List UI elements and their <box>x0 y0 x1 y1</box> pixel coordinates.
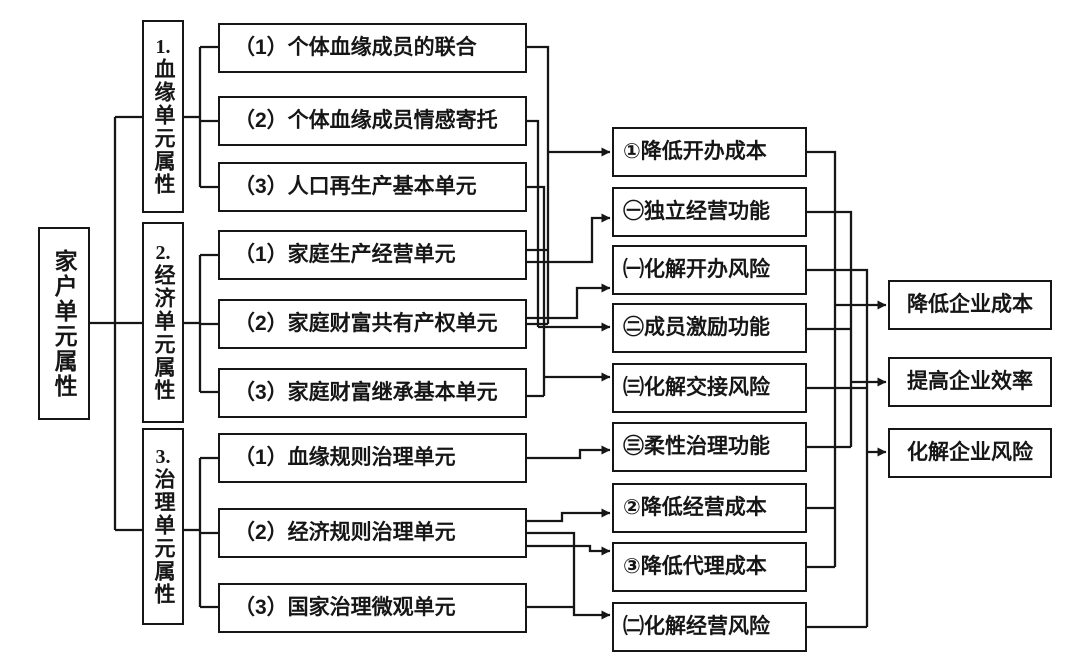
mechanism-label: ③降低代理成本 <box>623 554 767 578</box>
outcome-box-resolve-enterprise-risk: 化解企业风险 <box>888 428 1052 478</box>
household-unit-label: 家户单元属性 <box>51 248 78 399</box>
attribute-label: （3）家庭财富继承基本单元 <box>234 380 498 404</box>
attribute-label: （1）血缘规则治理单元 <box>234 445 456 469</box>
attribute-label: （2）家庭财富共有产权单元 <box>234 311 498 335</box>
category-box-economic: 2. 经济单元属性 <box>142 222 184 423</box>
outcome-box-raise-enterprise-efficiency: 提高企业效率 <box>888 357 1052 407</box>
attribute-box-emotional-attachment: （2）个体血缘成员情感寄托 <box>218 96 527 146</box>
attribute-box-kinship-union: （1）个体血缘成员的联合 <box>218 23 527 73</box>
category-box-governance: 3. 治理单元属性 <box>142 428 184 625</box>
category-number: 1. <box>155 36 171 58</box>
mechanism-box-member-incentive: ㊁成员激励功能 <box>612 303 807 353</box>
category-box-kinship: 1. 血缘单元属性 <box>142 20 184 213</box>
outcome-box-lower-enterprise-cost: 降低企业成本 <box>888 280 1052 330</box>
mechanism-box-flexible-governance: ㊂柔性治理功能 <box>612 422 807 472</box>
mechanism-label: ㊁成员激励功能 <box>623 315 770 339</box>
attribute-box-state-micro-governance: （3）国家治理微观单元 <box>218 583 527 633</box>
mechanism-label: ㈢化解交接风险 <box>623 375 770 399</box>
mechanism-label: ㈡化解经营风险 <box>623 614 770 638</box>
mechanism-label: ①降低开办成本 <box>623 139 767 163</box>
category-label: 经济单元属性 <box>152 264 176 402</box>
mechanism-to-outcome-links <box>807 150 887 629</box>
mechanism-label: ㊂柔性治理功能 <box>623 434 770 458</box>
mechanism-label: ㊀独立经营功能 <box>623 199 770 223</box>
attribute-box-wealth-inheritance: （3）家庭财富继承基本单元 <box>218 368 527 418</box>
attribute-box-population-reproduction: （3）人口再生产基本单元 <box>218 162 527 212</box>
attribute-to-mechanism-links <box>527 45 611 620</box>
attribute-label: （1）个体血缘成员的联合 <box>234 35 477 59</box>
category-number: 3. <box>155 446 171 468</box>
mechanism-label: ㈠化解开办风险 <box>623 257 770 281</box>
root-to-category-links <box>90 115 142 532</box>
outcome-label: 降低企业成本 <box>907 292 1033 316</box>
mechanism-box-lower-operating-cost: ②降低经营成本 <box>612 483 807 533</box>
category-label: 血缘单元属性 <box>152 58 176 196</box>
attribute-label: （2）经济规则治理单元 <box>234 520 456 544</box>
category-label: 治理单元属性 <box>152 468 176 606</box>
outcome-label: 化解企业风险 <box>907 440 1033 464</box>
outcome-label: 提高企业效率 <box>907 369 1033 393</box>
attribute-box-kinship-rule-governance: （1）血缘规则治理单元 <box>218 433 527 483</box>
attribute-label: （3）国家治理微观单元 <box>234 595 456 619</box>
mechanism-box-resolve-operating-risk: ㈡化解经营风险 <box>612 602 807 652</box>
attribute-label: （2）个体血缘成员情感寄托 <box>234 108 498 132</box>
category-to-attribute-links <box>184 45 218 609</box>
household-unit-box: 家户单元属性 <box>38 227 90 420</box>
attribute-label: （3）人口再生产基本单元 <box>234 174 477 198</box>
attribute-label: （1）家庭生产经营单元 <box>234 242 456 266</box>
mechanism-box-lower-startup-cost: ①降低开办成本 <box>612 127 807 177</box>
mechanism-box-lower-agency-cost: ③降低代理成本 <box>612 542 807 592</box>
category-number: 2. <box>155 242 171 264</box>
mechanism-box-independent-operation: ㊀独立经营功能 <box>612 187 807 237</box>
mechanism-box-resolve-succession-risk: ㈢化解交接风险 <box>612 363 807 413</box>
attribute-box-economic-rule-governance: （2）经济规则治理单元 <box>218 508 527 558</box>
mechanism-label: ②降低经营成本 <box>623 495 767 519</box>
attribute-box-shared-property: （2）家庭财富共有产权单元 <box>218 299 527 349</box>
mechanism-box-resolve-startup-risk: ㈠化解开办风险 <box>612 245 807 295</box>
attribute-box-production-operation: （1）家庭生产经营单元 <box>218 230 527 280</box>
